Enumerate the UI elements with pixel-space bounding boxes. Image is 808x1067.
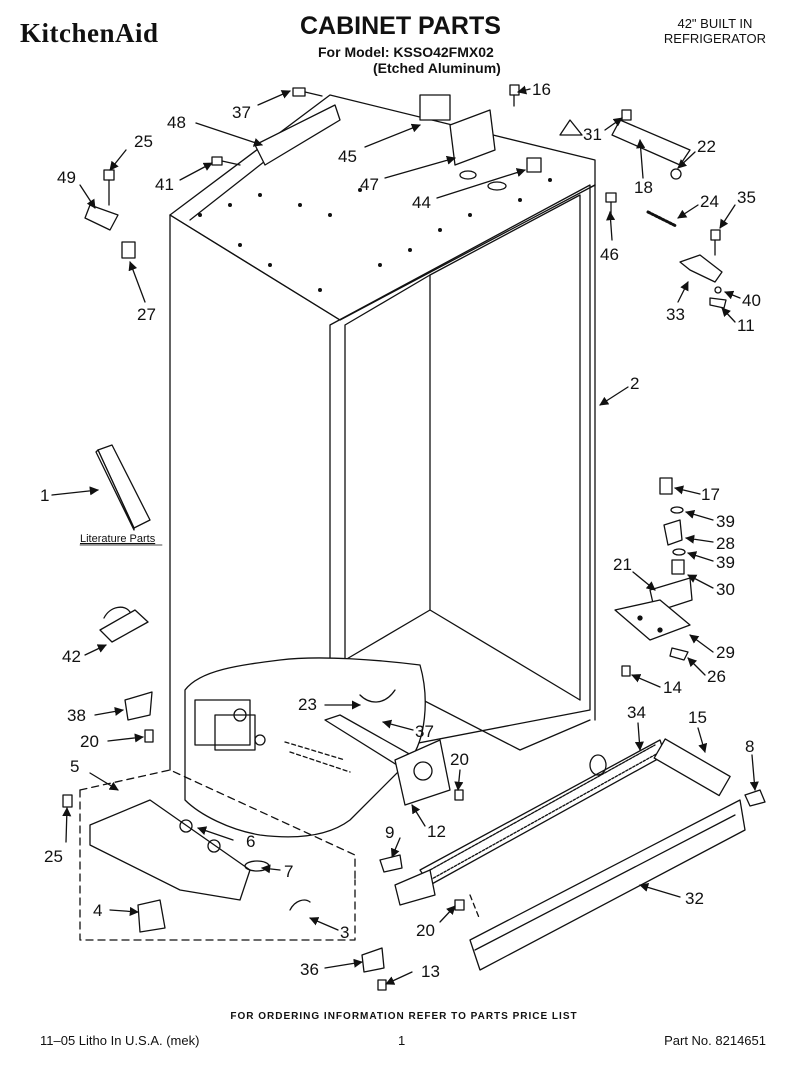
base-dashed-assembly bbox=[79, 769, 465, 991]
product-type-line1: 42" BUILT IN bbox=[677, 16, 753, 31]
base-grille bbox=[394, 738, 766, 971]
callout-2: 2 bbox=[630, 374, 639, 393]
callout-36: 36 bbox=[300, 960, 319, 979]
callout-39: 39 bbox=[716, 512, 735, 531]
page-number: 1 bbox=[398, 1033, 406, 1048]
callout-40: 40 bbox=[742, 291, 761, 310]
callout-16: 16 bbox=[532, 80, 551, 99]
callout-31: 31 bbox=[583, 125, 602, 144]
litho-info: 11–05 Litho In U.S.A. (mek) bbox=[40, 1033, 200, 1048]
callout-25-lower: 25 bbox=[44, 847, 63, 866]
callout-26: 26 bbox=[707, 667, 726, 686]
callout-48: 48 bbox=[167, 113, 186, 132]
callout-3: 3 bbox=[340, 923, 349, 942]
callout-30: 30 bbox=[716, 580, 735, 599]
callout-44: 44 bbox=[412, 193, 431, 212]
cabinet-top-holes bbox=[198, 178, 552, 292]
callout-32: 32 bbox=[685, 889, 704, 908]
callout-6: 6 bbox=[246, 832, 255, 851]
callout-34: 34 bbox=[627, 703, 646, 722]
callout-4: 4 bbox=[93, 901, 102, 920]
callout-38: 38 bbox=[67, 706, 86, 725]
callout-24: 24 bbox=[700, 192, 719, 211]
callout-37: 37 bbox=[232, 103, 251, 122]
literature-booklet bbox=[97, 444, 151, 529]
literature-parts-label: Literature Parts bbox=[80, 533, 156, 545]
callout-17: 17 bbox=[701, 485, 720, 504]
callout-29: 29 bbox=[716, 643, 735, 662]
product-type-line2: REFRIGERATOR bbox=[663, 31, 766, 46]
callout-5: 5 bbox=[70, 757, 79, 776]
hinge-assembly bbox=[614, 477, 693, 677]
callout-8: 8 bbox=[745, 737, 754, 756]
callout-27: 27 bbox=[137, 305, 156, 324]
product-type: 42" BUILT IN REFRIGERATOR bbox=[664, 16, 766, 46]
leader-lines bbox=[51, 85, 759, 985]
callout-46: 46 bbox=[600, 245, 619, 264]
finish-line: (Etched Aluminum) bbox=[373, 60, 501, 76]
callout-35: 35 bbox=[737, 188, 756, 207]
top-parts bbox=[254, 94, 691, 191]
callout-42: 42 bbox=[62, 647, 81, 666]
callout-9: 9 bbox=[385, 823, 394, 842]
callout-25: 25 bbox=[134, 132, 153, 151]
callout-12: 12 bbox=[427, 822, 446, 841]
callout-37-lower: 37 bbox=[415, 722, 434, 741]
callout-47: 47 bbox=[360, 175, 379, 194]
callout-labels: 37 48 25 49 41 45 16 47 44 31 22 18 46 2… bbox=[40, 80, 761, 981]
compressor-components bbox=[194, 699, 266, 751]
callout-13: 13 bbox=[421, 962, 440, 981]
callout-45: 45 bbox=[338, 147, 357, 166]
callout-23: 23 bbox=[298, 695, 317, 714]
callout-20-center: 20 bbox=[450, 750, 469, 769]
callout-18: 18 bbox=[634, 178, 653, 197]
callout-20-bottom: 20 bbox=[416, 921, 435, 940]
callout-14: 14 bbox=[663, 678, 682, 697]
model-line: For Model: KSSO42FMX02 bbox=[318, 44, 494, 60]
screws bbox=[84, 84, 727, 309]
callout-39-lower: 39 bbox=[716, 553, 735, 572]
callout-11: 11 bbox=[737, 316, 755, 335]
callout-49: 49 bbox=[57, 168, 76, 187]
ordering-note: FOR ORDERING INFORMATION REFER TO PARTS … bbox=[230, 1011, 578, 1022]
drain-duct bbox=[284, 689, 464, 806]
callout-15: 15 bbox=[688, 708, 707, 727]
callout-33: 33 bbox=[666, 305, 685, 324]
callout-21: 21 bbox=[613, 555, 632, 574]
callout-7: 7 bbox=[284, 862, 293, 881]
left-parts bbox=[62, 606, 154, 808]
callout-22: 22 bbox=[697, 137, 716, 156]
page-title: CABINET PARTS bbox=[300, 12, 501, 40]
callout-41: 41 bbox=[155, 175, 174, 194]
brand-logo: KitchenAid bbox=[20, 18, 159, 48]
callout-1: 1 bbox=[40, 486, 49, 505]
part-number: Part No. 8214651 bbox=[664, 1033, 766, 1048]
callout-28: 28 bbox=[716, 534, 735, 553]
callout-20: 20 bbox=[80, 732, 99, 751]
